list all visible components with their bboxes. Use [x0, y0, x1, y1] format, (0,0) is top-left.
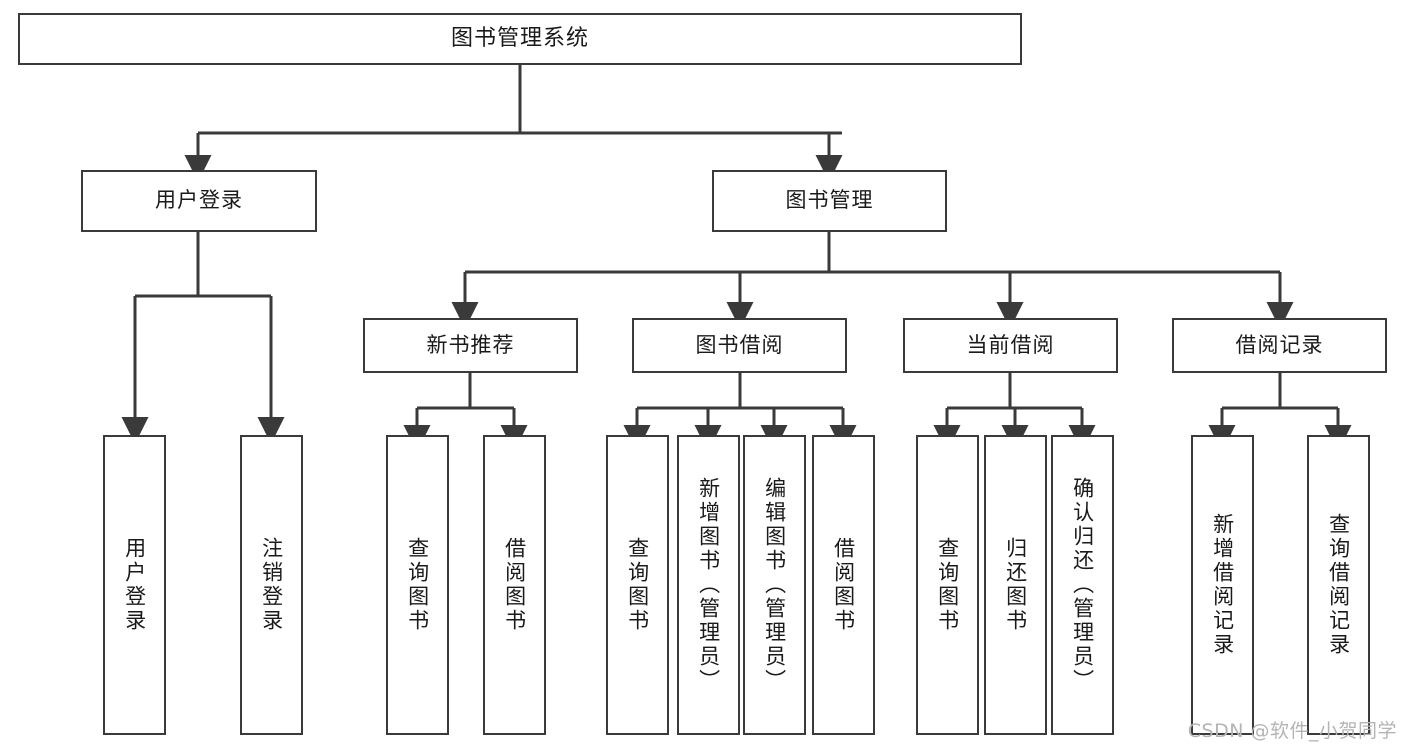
node-user-login[interactable]: 用户登录: [81, 170, 317, 232]
node-leaf-edit-book-label: 编辑图书（管理员）: [762, 477, 787, 693]
node-leaf-borrow-book-2[interactable]: 借阅图书: [812, 435, 875, 735]
node-leaf-borrow-book-1[interactable]: 借阅图书: [483, 435, 546, 735]
node-borrow-record[interactable]: 借阅记录: [1172, 318, 1387, 373]
node-leaf-logout[interactable]: 注销登录: [240, 435, 303, 735]
node-leaf-return-book-label: 归还图书: [1003, 537, 1028, 633]
node-user-login-label: 用户登录: [155, 188, 243, 213]
node-leaf-query-book-3[interactable]: 查询图书: [916, 435, 979, 735]
node-current-borrow-label: 当前借阅: [966, 332, 1055, 357]
node-leaf-add-record[interactable]: 新增借阅记录: [1191, 435, 1254, 735]
node-book-borrow-label: 图书借阅: [695, 332, 784, 357]
node-leaf-return-book[interactable]: 归还图书: [984, 435, 1047, 735]
node-leaf-query-book-2-label: 查询图书: [625, 537, 650, 633]
node-leaf-query-record[interactable]: 查询借阅记录: [1307, 435, 1370, 735]
node-new-book-rec[interactable]: 新书推荐: [363, 318, 578, 373]
node-root-label: 图书管理系统: [450, 25, 589, 51]
node-leaf-query-book-1-label: 查询图书: [405, 537, 430, 633]
node-leaf-add-record-label: 新增借阅记录: [1210, 513, 1235, 657]
node-book-borrow[interactable]: 图书借阅: [632, 318, 847, 373]
node-book-manage-label: 图书管理: [785, 188, 874, 213]
node-leaf-edit-book[interactable]: 编辑图书（管理员）: [743, 435, 806, 735]
node-borrow-record-label: 借阅记录: [1235, 332, 1324, 357]
node-leaf-logout-label: 注销登录: [259, 537, 284, 633]
node-leaf-query-book-3-label: 查询图书: [935, 537, 960, 633]
node-leaf-query-book-2[interactable]: 查询图书: [606, 435, 669, 735]
node-leaf-borrow-book-2-label: 借阅图书: [831, 537, 856, 633]
node-leaf-add-book[interactable]: 新增图书（管理员）: [677, 435, 740, 735]
node-leaf-query-book-1[interactable]: 查询图书: [386, 435, 449, 735]
node-leaf-confirm-return[interactable]: 确认归还（管理员）: [1051, 435, 1114, 735]
node-leaf-add-book-label: 新增图书（管理员）: [696, 477, 721, 693]
node-leaf-user-login[interactable]: 用户登录: [103, 435, 166, 735]
node-leaf-borrow-book-1-label: 借阅图书: [502, 537, 527, 633]
node-root[interactable]: 图书管理系统: [18, 13, 1022, 65]
node-new-book-rec-label: 新书推荐: [426, 332, 515, 357]
watermark: CSDN @软件_小贺同学: [1187, 720, 1397, 742]
node-book-manage[interactable]: 图书管理: [712, 170, 947, 232]
node-leaf-query-record-label: 查询借阅记录: [1326, 513, 1351, 657]
node-current-borrow[interactable]: 当前借阅: [903, 318, 1118, 373]
node-leaf-user-login-label: 用户登录: [122, 537, 147, 633]
node-leaf-confirm-return-label: 确认归还（管理员）: [1070, 477, 1095, 693]
